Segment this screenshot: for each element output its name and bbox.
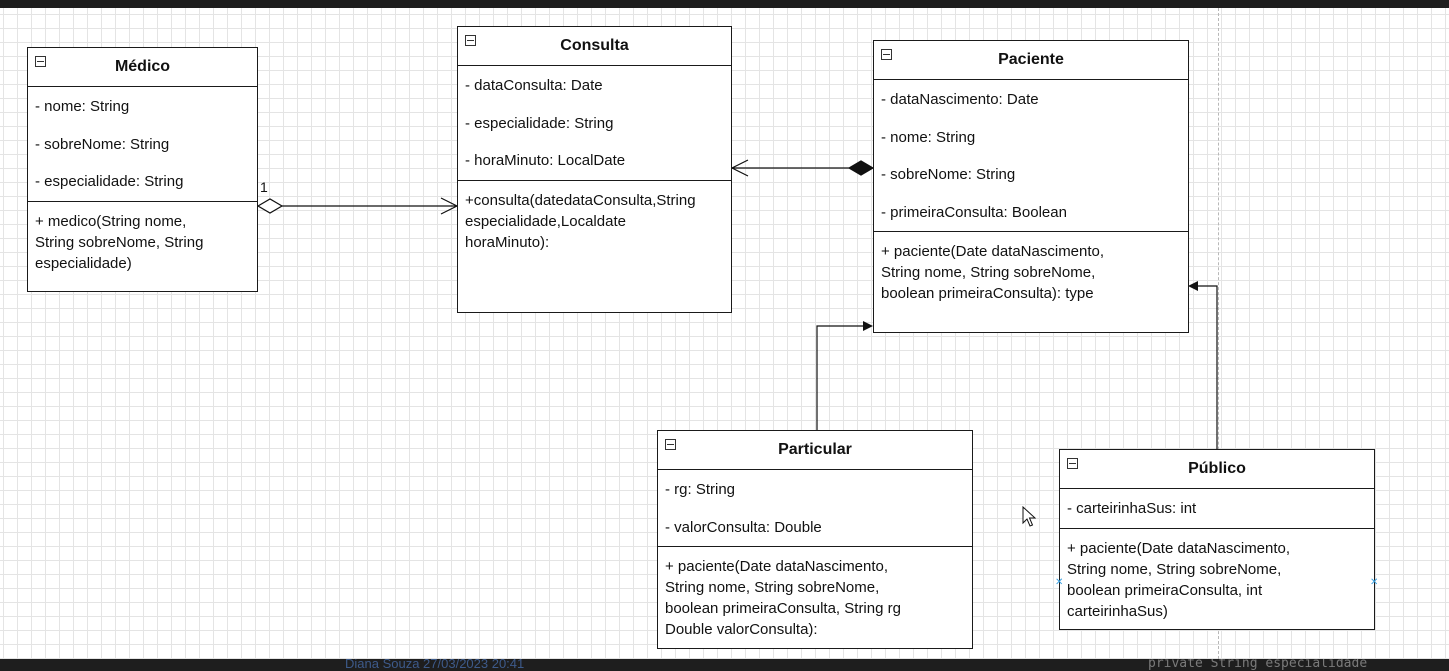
class-name: Paciente [998, 51, 1064, 68]
multiplicity-medico: 1 [260, 179, 268, 195]
attributes-compartment: - carteirinhaSus: int [1060, 489, 1374, 529]
generalization-particular-paciente[interactable] [816, 321, 873, 430]
class-header[interactable]: Particular [658, 431, 972, 470]
class-medico[interactable]: Médico - nome: String - sobreNome: Strin… [27, 47, 258, 292]
class-name: Particular [778, 441, 852, 458]
attribute[interactable]: - primeiraConsulta: Boolean [881, 203, 1067, 221]
class-particular[interactable]: Particular - rg: String - valorConsulta:… [657, 430, 973, 649]
class-name: Consulta [560, 37, 629, 54]
arrowhead-open-icon [730, 159, 749, 177]
collapse-icon[interactable] [35, 56, 46, 67]
attribute[interactable]: - carteirinhaSus: int [1067, 500, 1197, 517]
attribute[interactable]: - horaMinuto: LocalDate [465, 152, 626, 169]
operations-compartment[interactable]: + paciente(Date dataNascimento, String n… [1067, 539, 1291, 620]
connectors-layer [256, 159, 1218, 449]
collapse-icon[interactable] [665, 439, 676, 450]
attribute[interactable]: - sobreNome: String [35, 135, 170, 153]
aggregation-diamond-icon [256, 198, 284, 214]
background-author-text: Diana Souza 27/03/2023 20:41 [345, 659, 525, 671]
arrowhead-icon [863, 321, 873, 331]
attribute[interactable]: - dataConsulta: Date [465, 77, 603, 94]
attributes-compartment: - rg: String - valorConsulta: Double [658, 470, 972, 547]
class-header[interactable]: Consulta [458, 27, 731, 66]
association-medico-consulta[interactable] [256, 197, 459, 215]
class-header[interactable]: Paciente [874, 41, 1188, 80]
attribute[interactable]: - nome: String [35, 98, 130, 115]
class-header[interactable]: Médico [28, 48, 257, 87]
generalization-publico-paciente[interactable] [1188, 281, 1218, 449]
collapse-icon[interactable] [1067, 458, 1078, 469]
background-code-text: private String especialidade [1148, 659, 1368, 671]
class-consulta[interactable]: Consulta - dataConsulta: Date - especial… [457, 26, 732, 313]
class-name: Público [1188, 460, 1246, 477]
arrowhead-icon [1188, 281, 1198, 291]
attribute[interactable]: - dataNascimento: Date [881, 91, 1039, 108]
attribute[interactable]: - nome: String [881, 128, 976, 146]
attributes-compartment: - nome: String - sobreNome: String - esp… [28, 87, 257, 202]
attributes-compartment: - dataConsulta: Date - especialidade: St… [458, 66, 731, 181]
class-paciente[interactable]: Paciente - dataNascimento: Date - nome: … [873, 40, 1189, 333]
class-name: Médico [114, 58, 171, 75]
operations-compartment[interactable]: + paciente(Date dataNascimento, String n… [665, 558, 901, 638]
attribute[interactable]: - especialidade: String [35, 173, 184, 190]
operations-compartment[interactable]: +consulta(datedataConsulta,String especi… [465, 191, 696, 251]
attribute[interactable]: - valorConsulta: Double [665, 518, 822, 536]
page-boundary-guide [1218, 8, 1219, 659]
class-header[interactable]: Público [1060, 450, 1374, 489]
collapse-icon[interactable] [881, 49, 892, 60]
attribute[interactable]: - sobreNome: String [881, 166, 1016, 183]
mouse-pointer-icon [1022, 506, 1036, 527]
diagram-canvas[interactable]: 1 1 Médico - nome: String - sobreNome: S… [0, 8, 1449, 659]
operations-compartment[interactable]: + medico(String nome, String sobreNome, … [35, 212, 204, 272]
attributes-compartment: - dataNascimento: Date - nome: String - … [874, 80, 1188, 232]
background-window-strip: Diana Souza 27/03/2023 20:41 private Str… [0, 659, 1449, 671]
selection-handle-icon[interactable]: ✕ [1370, 577, 1379, 588]
attribute[interactable]: - especialidade: String [465, 114, 614, 132]
selection-handle-icon[interactable]: ✕ [1055, 577, 1064, 588]
operations-compartment[interactable]: + paciente(Date dataNascimento, String n… [881, 243, 1105, 302]
attribute[interactable]: - rg: String [665, 481, 736, 498]
association-paciente-consulta[interactable] [730, 159, 875, 177]
class-publico[interactable]: Público - carteirinhaSus: int + paciente… [1059, 449, 1375, 630]
composition-diamond-icon [847, 160, 875, 176]
collapse-icon[interactable] [465, 35, 476, 46]
